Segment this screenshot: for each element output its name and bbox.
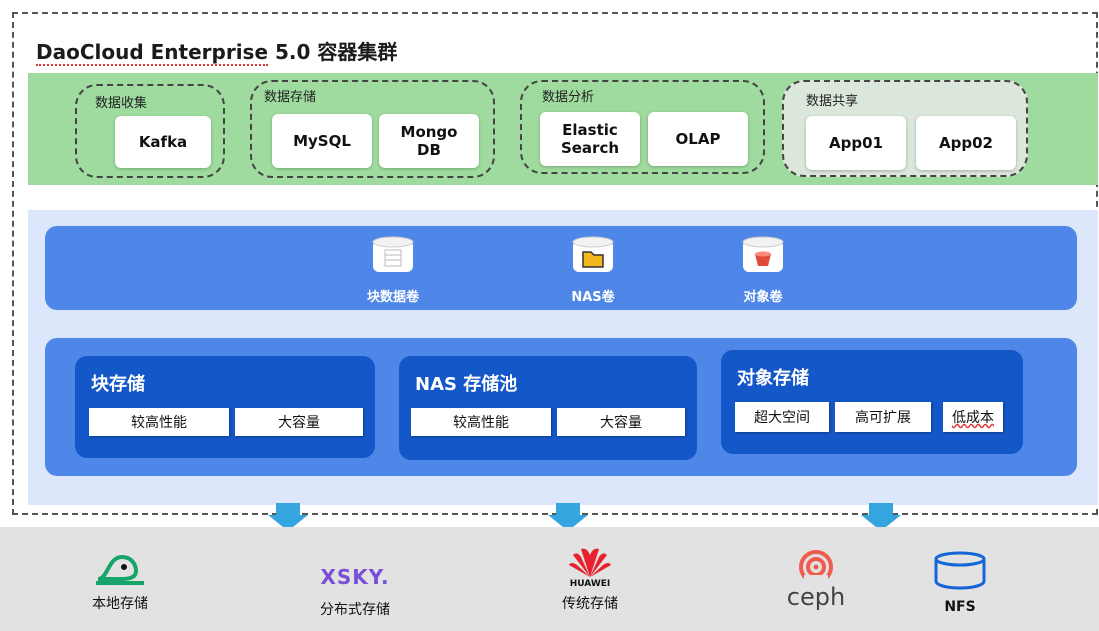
pool-tag: 大容量: [235, 408, 363, 436]
volume-label: 对象卷: [743, 290, 783, 305]
card-label: MySQL: [293, 132, 351, 150]
nfs-icon: [934, 551, 986, 590]
card-mysql[interactable]: MySQL: [272, 114, 372, 168]
pool-object[interactable]: 对象存储 超大空间 高可扩展 低成本: [721, 350, 1023, 454]
tag-label: 大容量: [600, 415, 642, 431]
volume-object[interactable]: 对象卷: [703, 236, 823, 305]
ceph-logo-icon: [799, 550, 833, 589]
card-app02[interactable]: App02: [916, 116, 1016, 170]
group-data-analysis: 数据分析 Elastic Search OLAP: [520, 80, 765, 174]
backend-ceph[interactable]: ceph: [776, 549, 856, 611]
tag-label: 高可扩展: [855, 410, 911, 426]
card-label: OLAP: [675, 130, 721, 148]
volume-label: NAS卷: [571, 290, 615, 305]
card-kafka[interactable]: Kafka: [115, 116, 211, 168]
volume-nas[interactable]: NAS卷: [533, 236, 653, 305]
card-app01[interactable]: App01: [806, 116, 906, 170]
backend-distributed[interactable]: XSKY. 分布式存储: [300, 565, 410, 619]
group-label: 数据分析: [542, 90, 595, 105]
pool-tag: 超大空间: [735, 402, 829, 432]
storage-backends: 本地存储 XSKY. 分布式存储 HUAWEI 传统存储 ceph NFS: [0, 527, 1099, 631]
volumes-bar: 块数据卷 NAS卷 对象卷: [45, 226, 1077, 310]
pool-title: 对象存储: [737, 368, 809, 389]
huawei-flower-icon: [569, 548, 611, 577]
backend-label: 传统存储: [562, 596, 618, 612]
card-label: Kafka: [138, 133, 188, 151]
ceph-logo: ceph: [786, 583, 846, 611]
tag-label: 大容量: [278, 415, 320, 431]
pool-tag: 低成本: [943, 402, 1003, 432]
group-label: 数据共享: [806, 94, 859, 109]
huawei-logo: HUAWEI: [569, 579, 611, 589]
pool-nas[interactable]: NAS 存储池 较高性能 大容量: [399, 356, 697, 460]
card-mongodb[interactable]: Mongo DB: [379, 114, 479, 168]
tag-label: 较高性能: [131, 415, 187, 431]
card-olap[interactable]: OLAP: [648, 112, 748, 166]
card-label: App01: [829, 134, 883, 152]
down-arrow-stem: [869, 503, 893, 515]
down-arrow-stem: [556, 503, 580, 515]
card-label: Mongo DB: [400, 123, 458, 159]
nas-volume-icon: [572, 236, 614, 272]
group-label: 数据收集: [95, 96, 148, 111]
pool-title: 块存储: [91, 374, 145, 395]
backend-local[interactable]: 本地存储: [70, 549, 170, 613]
group-data-storage: 数据存储 MySQL Mongo DB: [250, 80, 495, 178]
storage-pools: 块存储 较高性能 大容量 NAS 存储池 较高性能 大容量 对象存储 超大空间 …: [45, 338, 1077, 476]
block-volume-icon: [372, 236, 414, 272]
card-label: App02: [939, 134, 993, 152]
backend-nfs[interactable]: NFS: [925, 551, 995, 615]
backend-label: 本地存储: [92, 596, 148, 612]
xsky-logo: XSKY.: [320, 565, 390, 589]
object-volume-icon: [742, 236, 784, 272]
backend-traditional[interactable]: HUAWEI 传统存储: [540, 545, 640, 613]
title-rest: 5.0 容器集群: [275, 40, 398, 64]
pool-title: NAS 存储池: [415, 374, 518, 395]
pool-block[interactable]: 块存储 较高性能 大容量: [75, 356, 375, 458]
card-label: Elastic Search: [560, 121, 620, 157]
pool-tag: 较高性能: [411, 408, 551, 436]
group-data-sharing: 数据共享 App01 App02: [782, 80, 1028, 177]
pool-tag: 高可扩展: [835, 402, 931, 432]
volume-block[interactable]: 块数据卷: [333, 236, 453, 305]
title-brand: DaoCloud Enterprise: [36, 40, 269, 66]
backend-label: 分布式存储: [320, 602, 390, 618]
pool-tag: 较高性能: [89, 408, 229, 436]
tag-label: 低成本: [952, 410, 994, 426]
card-elasticsearch[interactable]: Elastic Search: [540, 112, 640, 166]
group-label: 数据存储: [264, 90, 317, 105]
local-storage-icon: [96, 554, 144, 585]
group-data-collection: 数据收集 Kafka: [75, 84, 225, 178]
down-arrow-stem: [276, 503, 300, 515]
page-title: DaoCloud Enterprise 5.0 容器集群: [36, 36, 398, 66]
tag-label: 较高性能: [453, 415, 509, 431]
tag-label: 超大空间: [754, 410, 810, 426]
backend-label: NFS: [944, 599, 976, 615]
volume-label: 块数据卷: [366, 290, 419, 305]
pool-tag: 大容量: [557, 408, 685, 436]
